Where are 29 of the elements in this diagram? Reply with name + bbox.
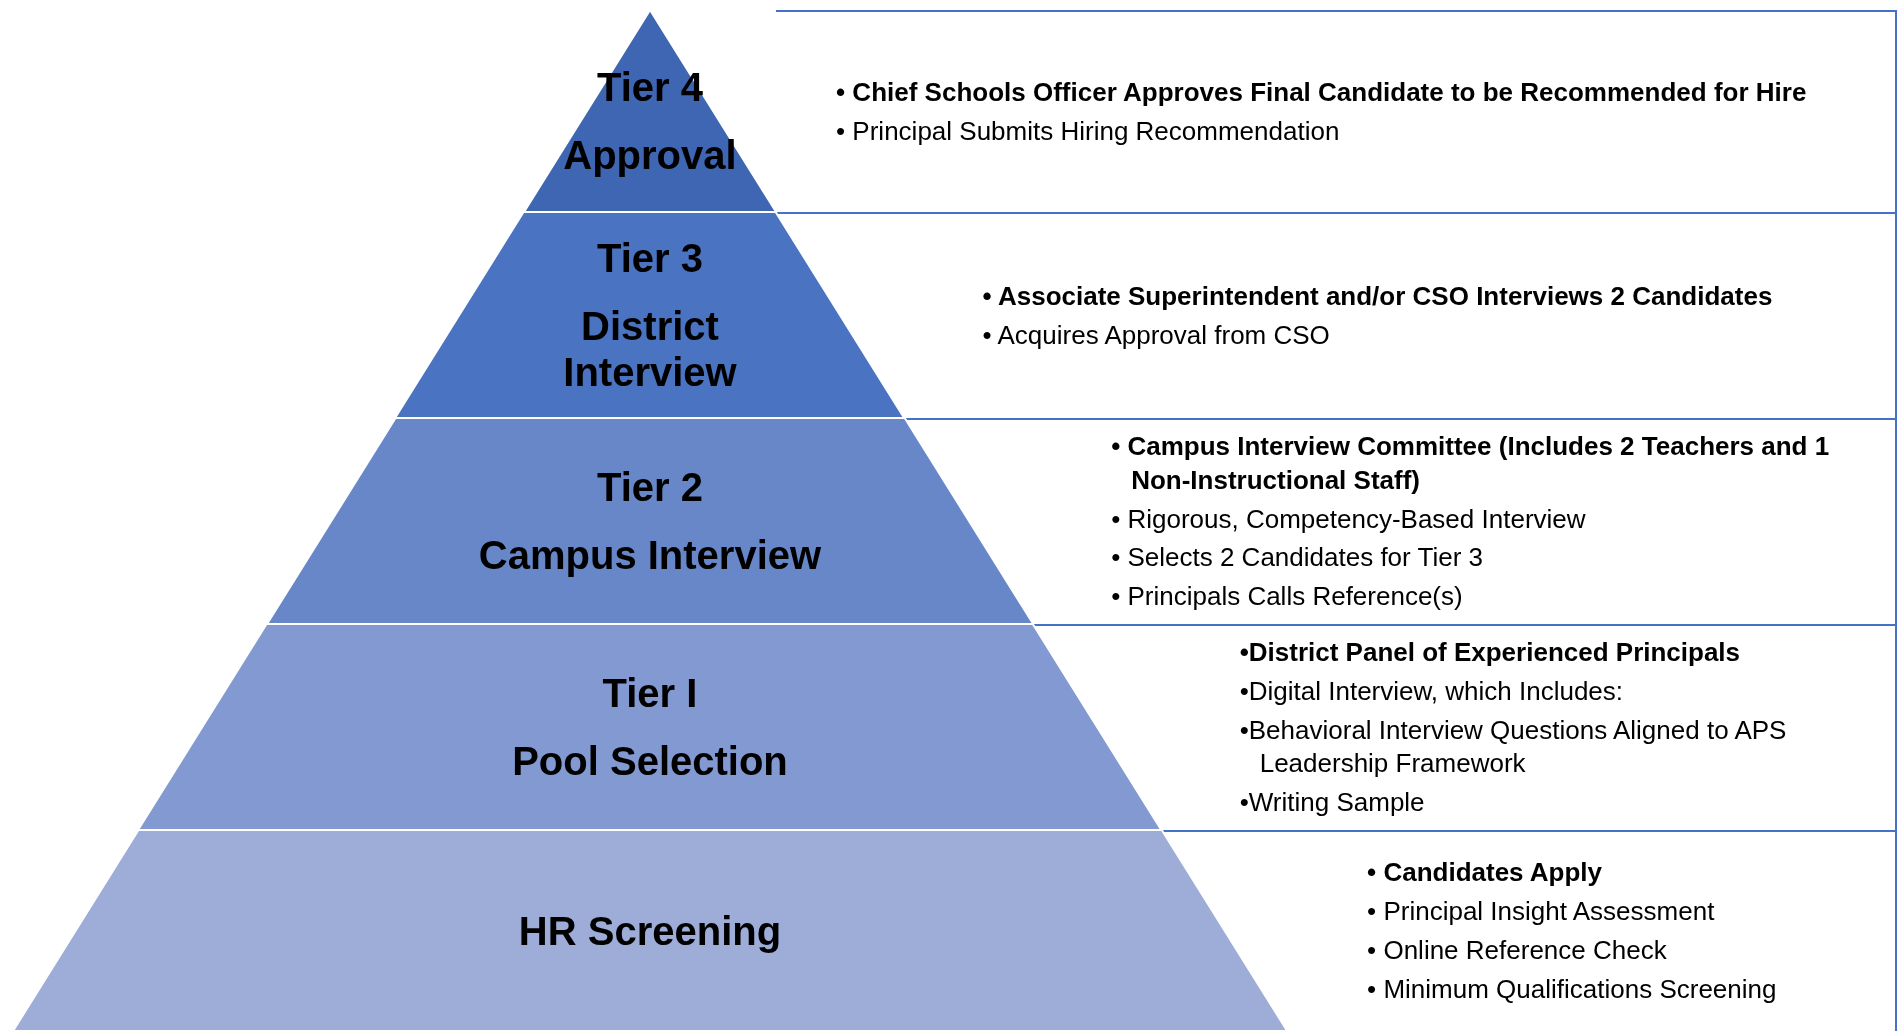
tier-number: Tier 3: [597, 235, 703, 281]
bullet-item: • Online Reference Check: [1367, 934, 1668, 967]
bullet-item: • Minimum Qualifications Screening: [1367, 972, 1778, 1006]
description-box: [1161, 624, 1897, 832]
description-box: [1033, 418, 1897, 626]
bullet-item: •Behavioral Interview Questions Aligned to APS Leadership Framework: [1239, 713, 1788, 781]
description-box: [776, 10, 1897, 214]
bullet-item: •Digital Interview, which Includes:: [1239, 674, 1625, 708]
bullet-item: • Campus Interview Committee (Includes 2 Teachers and 1 Non-Instructional Staff): [1111, 430, 1831, 497]
tier-number: Tier I: [602, 670, 698, 716]
bullet-item: •Writing Sample: [1239, 786, 1426, 820]
tier-title: Pool Selection: [512, 738, 788, 784]
bullet-item: •District Panel of Experienced Principals: [1239, 636, 1742, 669]
tier-title: District Interview: [562, 303, 738, 395]
bullet-item: • Associate Superintendent and/or CSO Interviews 2 Candidates: [982, 279, 1774, 313]
bullet-item: • Principal Submits Hiring Recommendation: [836, 114, 1341, 148]
tier-number: Tier 4: [597, 64, 703, 110]
description-box: [904, 212, 1897, 420]
tier-title: HR Screening: [518, 907, 782, 954]
tier-title: Approval: [563, 132, 737, 178]
bullet-item: • Acquires Approval from CSO: [982, 318, 1331, 352]
bullet-item: • Chief Schools Officer Approves Final Candidate to be Recommended for Hire: [836, 75, 1808, 109]
bullet-item: • Selects 2 Candidates for Tier 3: [1111, 541, 1484, 575]
bullet-item: • Principal Insight Assessment: [1367, 895, 1716, 929]
tier-title: Campus Interview: [478, 532, 822, 578]
tier-number: Tier 2: [597, 464, 703, 510]
bullet-item: • Candidates Apply: [1367, 856, 1604, 890]
bullet-item: • Rigorous, Competency-Based Interview: [1111, 502, 1587, 536]
bullet-item: • Principals Calls Reference(s): [1111, 580, 1464, 614]
